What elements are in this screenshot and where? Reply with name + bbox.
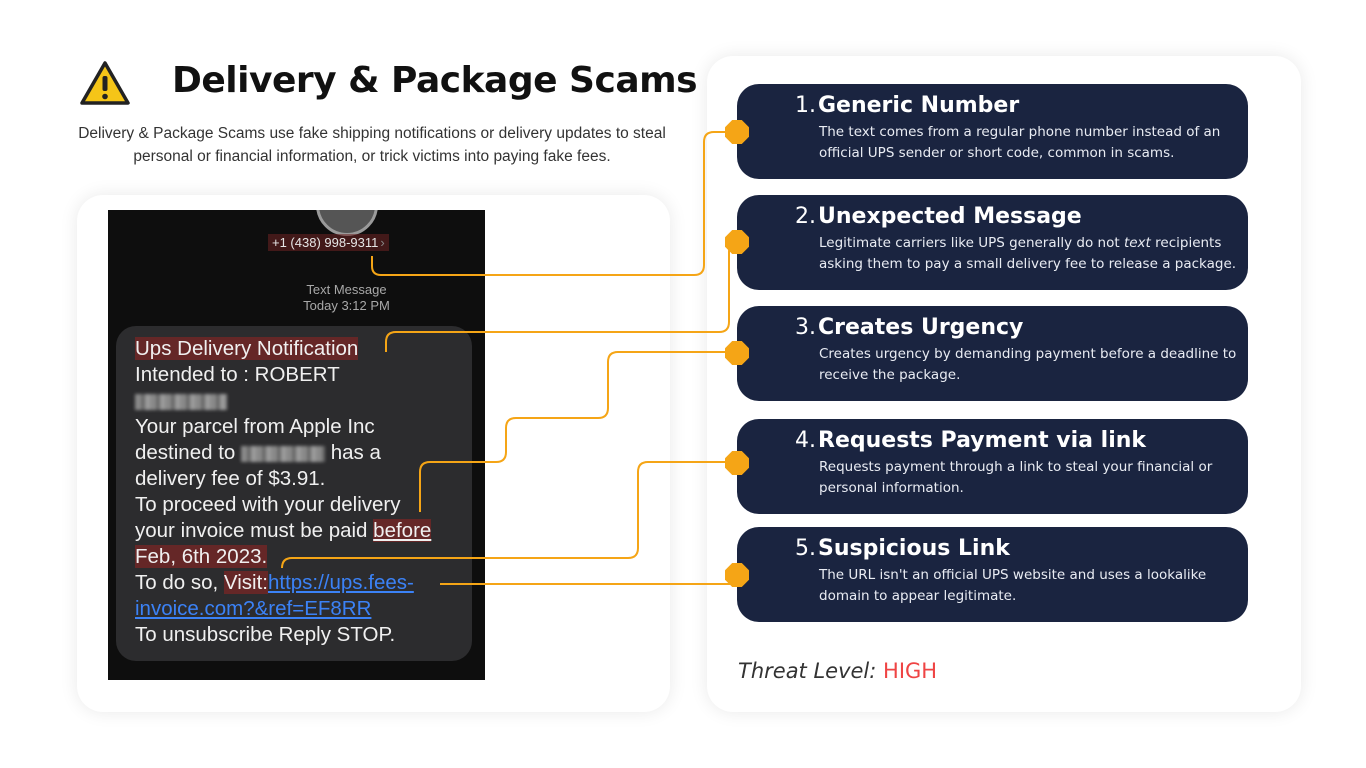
message-time: Today 3:12 PM xyxy=(303,298,390,313)
step-number: 4. xyxy=(795,428,816,453)
avatar xyxy=(316,210,378,236)
step-unexpected-message: 2. Unexpected Message Legitimate carrier… xyxy=(737,195,1248,290)
threat-level: Threat Level: HIGH xyxy=(738,659,937,683)
marker-2-icon xyxy=(725,230,749,254)
step-number: 2. xyxy=(795,204,816,229)
chevron-right-icon: › xyxy=(380,235,385,250)
message-line: To unsubscribe Reply STOP. xyxy=(135,623,396,646)
message-line: delivery fee of $3.91. xyxy=(135,467,326,490)
marker-1-icon xyxy=(725,120,749,144)
marker-4-icon xyxy=(725,451,749,475)
step-description: Requests payment through a link to steal… xyxy=(819,459,1213,496)
step-title: Creates Urgency xyxy=(818,315,1024,340)
message-line: Ups Delivery Notification xyxy=(135,337,359,360)
message-line: To proceed with your delivery xyxy=(135,493,401,516)
sender-number: +1 (438) 998-9311› xyxy=(268,234,389,251)
redacted-address xyxy=(241,445,326,462)
threat-level-label: Threat Level: xyxy=(738,659,877,683)
step-title: Unexpected Message xyxy=(818,204,1082,229)
redacted-name xyxy=(135,393,227,410)
message-body: Ups Delivery Notification Intended to : … xyxy=(135,336,475,648)
step-number: 3. xyxy=(795,315,816,340)
step-title: Requests Payment via link xyxy=(818,428,1147,453)
step-generic-number: 1. Generic Number The text comes from a … xyxy=(737,84,1248,179)
step-requests-payment: 4. Requests Payment via link Requests pa… xyxy=(737,419,1248,514)
message-line: Intended to : ROBERT xyxy=(135,363,340,386)
step-description: The URL isn't an official UPS website an… xyxy=(819,567,1207,604)
step-title: Suspicious Link xyxy=(818,536,1010,561)
message-line: Your parcel from Apple Inc xyxy=(135,415,375,438)
page-title: Delivery & Package Scams xyxy=(172,60,698,101)
step-description: Legitimate carriers like UPS generally d… xyxy=(819,235,1237,272)
threat-level-value: HIGH xyxy=(883,659,938,683)
marker-3-icon xyxy=(725,341,749,365)
step-number: 5. xyxy=(795,536,816,561)
message-type: Text Message xyxy=(306,282,387,297)
scam-link-cont[interactable]: invoice.com?&ref=EF8RR xyxy=(135,597,372,620)
warning-triangle-icon xyxy=(80,61,130,105)
step-creates-urgency: 3. Creates Urgency Creates urgency by de… xyxy=(737,306,1248,401)
page-description: Delivery & Package Scams use fake shippi… xyxy=(78,125,666,165)
step-suspicious-link: 5. Suspicious Link The URL isn't an offi… xyxy=(737,527,1248,622)
step-title: Generic Number xyxy=(818,93,1020,118)
step-description: The text comes from a regular phone numb… xyxy=(819,124,1221,161)
deadline-date: Feb, 6th 2023. xyxy=(135,545,268,568)
scam-link[interactable]: https://ups.fees- xyxy=(267,571,414,594)
step-number: 1. xyxy=(795,93,816,118)
marker-5-icon xyxy=(725,563,749,587)
step-description: Creates urgency by demanding payment bef… xyxy=(819,346,1237,383)
deadline-highlight: before xyxy=(373,519,432,542)
